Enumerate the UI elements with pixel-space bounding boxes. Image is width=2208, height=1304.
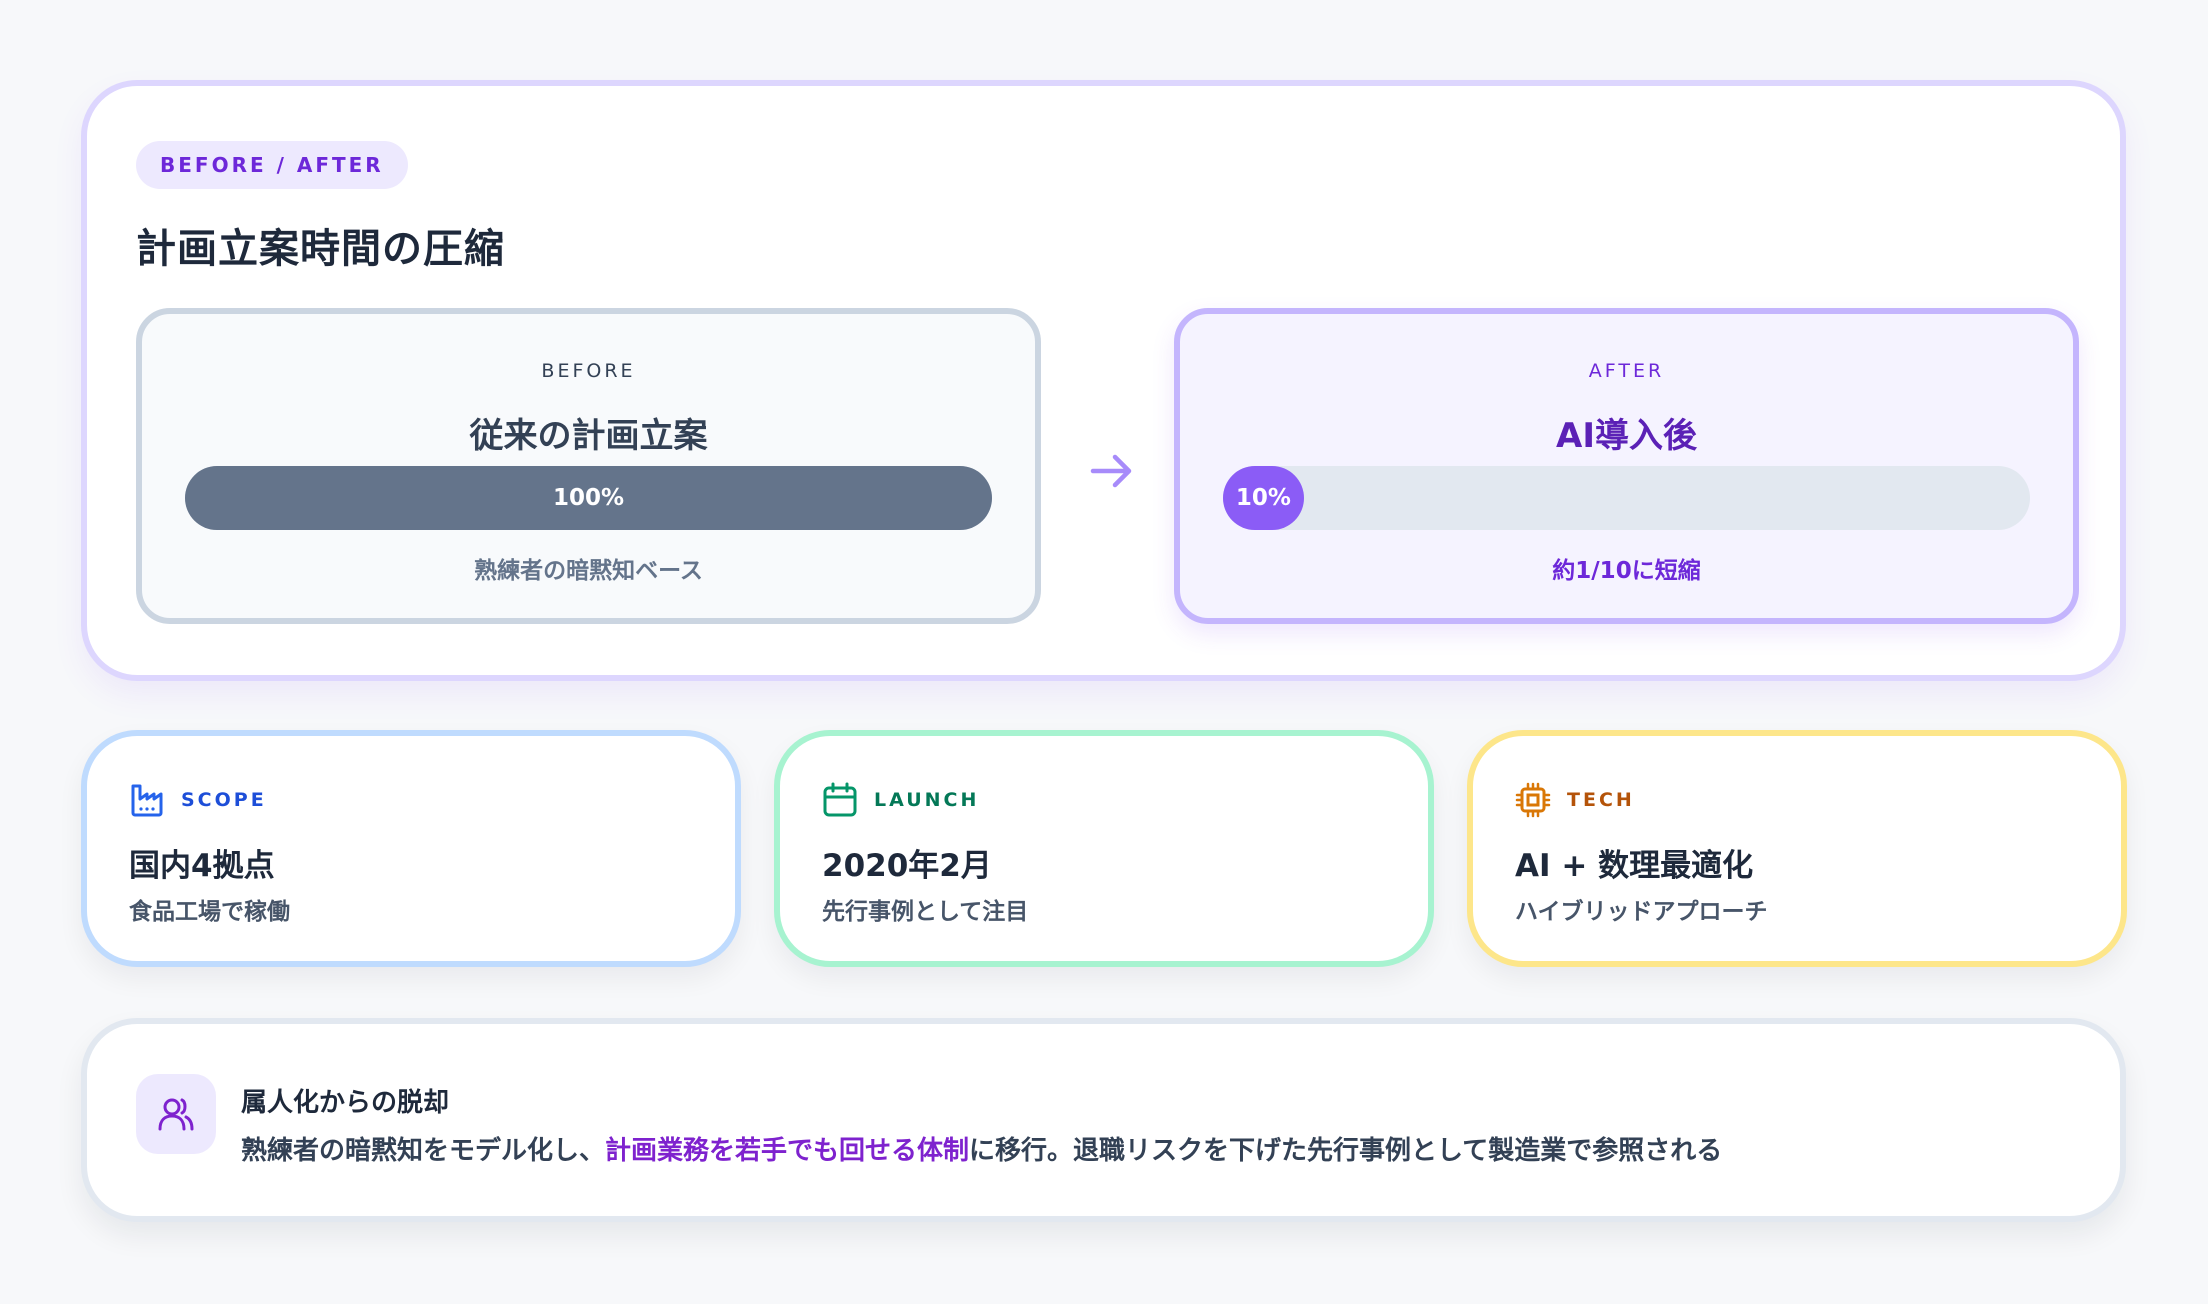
stat-label: LAUNCH bbox=[874, 789, 980, 811]
after-label: AFTER bbox=[1588, 360, 1665, 382]
stat-label: SCOPE bbox=[181, 789, 267, 811]
insight-body: 熟練者の暗黙知をモデル化し、計画業務を若手でも回せる体制に移行。退職リスクを下げ… bbox=[241, 1130, 1722, 1167]
stat-value: 国内4拠点 bbox=[129, 848, 275, 884]
insight-title: 属人化からの脱却 bbox=[241, 1088, 450, 1118]
insight-card: 属人化からの脱却 熟練者の暗黙知をモデル化し、計画業務を若手でも回せる体制に移行… bbox=[81, 1018, 2126, 1222]
calendar-icon bbox=[823, 782, 857, 817]
stat-card-tech: TECH AI + 数理最適化 ハイブリッドアプローチ bbox=[1467, 730, 2127, 967]
before-label: BEFORE bbox=[541, 360, 636, 382]
before-progress-track: 100% bbox=[185, 466, 992, 530]
stat-card-scope: SCOPE 国内4拠点 食品工場で稼働 bbox=[81, 730, 741, 967]
insight-body-suffix: に移行。退職リスクを下げた先行事例として製造業で参照される bbox=[969, 1136, 1723, 1166]
stat-sub: 食品工場で稼働 bbox=[129, 899, 290, 925]
before-panel: BEFORE 従来の計画立案 100% 熟練者の暗黙知ベース bbox=[136, 308, 1041, 624]
after-panel: AFTER AI導入後 10% 約1/10に短縮 bbox=[1174, 308, 2079, 624]
users-icon bbox=[158, 1098, 194, 1131]
stat-sub: 先行事例として注目 bbox=[822, 899, 1029, 925]
stat-card-launch: LAUNCH 2020年2月 先行事例として注目 bbox=[774, 730, 1434, 967]
stat-label: TECH bbox=[1567, 789, 1635, 811]
after-note: 約1/10に短縮 bbox=[1552, 558, 1701, 584]
before-note: 熟練者の暗黙知ベース bbox=[474, 558, 703, 584]
insight-body-prefix: 熟練者の暗黙知をモデル化し、 bbox=[241, 1136, 606, 1166]
before-after-card: BEFORE / AFTER 計画立案時間の圧縮 BEFORE 従来の計画立案 … bbox=[81, 80, 2126, 681]
before-title: 従来の計画立案 bbox=[469, 416, 708, 456]
cpu-chip-icon bbox=[1515, 782, 1551, 818]
stat-sub: ハイブリッドアプローチ bbox=[1515, 899, 1768, 925]
insight-icon-box bbox=[136, 1074, 216, 1154]
stat-value: 2020年2月 bbox=[822, 848, 992, 884]
factory-icon bbox=[131, 784, 163, 817]
section-title: 計画立案時間の圧縮 bbox=[136, 226, 505, 272]
section-badge: BEFORE / AFTER bbox=[136, 141, 408, 189]
insight-body-highlight: 計画業務を若手でも回せる体制 bbox=[605, 1136, 970, 1166]
after-title: AI導入後 bbox=[1556, 416, 1697, 456]
after-progress-fill: 10% bbox=[1223, 466, 1304, 530]
before-progress-fill: 100% bbox=[185, 466, 992, 530]
stat-value: AI + 数理最適化 bbox=[1515, 848, 1754, 884]
arrow-right-icon bbox=[1090, 454, 1132, 488]
after-progress-track: 10% bbox=[1223, 466, 2030, 530]
